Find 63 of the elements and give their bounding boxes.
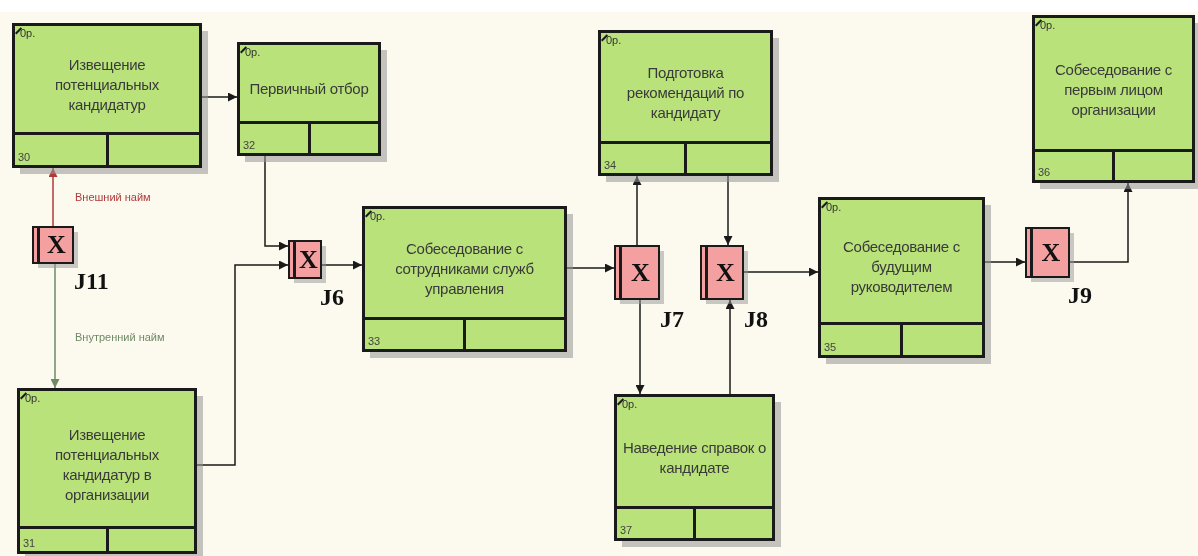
junction-box — [700, 245, 744, 300]
junction-label: J7 — [660, 306, 684, 332]
arrow — [196, 260, 289, 466]
junction-label: J8 — [744, 306, 768, 332]
cost-label: 0р. — [826, 201, 842, 214]
arrow — [725, 299, 735, 395]
cost-label: 0р. — [370, 210, 386, 223]
arrow — [723, 175, 733, 246]
arrow — [743, 267, 819, 277]
process-number: 30 — [18, 151, 31, 164]
process-number: 34 — [604, 159, 617, 172]
junction-symbol: X — [299, 245, 318, 274]
process-number: 33 — [368, 335, 381, 348]
process-title: Подготовка рекомендаций по кандидату — [625, 63, 746, 123]
process-number: 32 — [243, 139, 256, 152]
edge-label: Внешний найм — [74, 191, 152, 204]
junction-label: J6 — [320, 284, 344, 310]
edge-label: Внутренний найм — [74, 331, 166, 344]
cost-label: 0р. — [622, 398, 638, 411]
junction-symbol: X — [631, 258, 650, 287]
process-title: Собеседование с сотрудниками служб управления — [394, 239, 535, 299]
process-box — [237, 42, 381, 156]
arrow — [48, 167, 58, 227]
arrow — [1069, 182, 1133, 263]
process-title: Извещение потенциальных кандидатур в организации — [54, 424, 160, 505]
junction-label: J11 — [74, 268, 109, 294]
process-title: Собеседование с будущим руководителем — [842, 237, 961, 297]
junction-symbol: X — [47, 231, 66, 259]
process-box — [1032, 15, 1195, 183]
cost-label: 0р. — [245, 46, 261, 59]
junction-symbol: X — [716, 258, 735, 287]
process-box — [12, 23, 202, 168]
arrow — [635, 299, 645, 395]
arrow — [984, 257, 1026, 267]
junction-label: J9 — [1068, 282, 1092, 308]
junction-box — [614, 245, 660, 300]
arrow — [632, 175, 642, 246]
arrow — [264, 155, 289, 251]
process-number: 31 — [23, 537, 36, 550]
arrow — [50, 263, 60, 389]
cost-label: 0р. — [606, 34, 622, 47]
process-box — [818, 197, 985, 358]
arrow — [201, 92, 238, 102]
arrow — [321, 260, 363, 270]
process-box — [614, 394, 775, 541]
process-number: 37 — [620, 524, 633, 537]
process-box — [17, 388, 197, 554]
arrow — [566, 263, 615, 273]
process-title: Собеседование с первым лицом организации — [1054, 59, 1173, 120]
process-number: 36 — [1038, 166, 1051, 179]
cost-label: 0р. — [1040, 19, 1056, 32]
cost-label: 0р. — [20, 27, 36, 40]
process-title: Первичный отбор — [249, 79, 369, 99]
junction-box — [288, 240, 322, 279]
process-title: Извещение потенциальных кандидатур — [54, 55, 160, 115]
cost-label: 0р. — [25, 392, 41, 405]
process-number: 35 — [824, 341, 837, 354]
process-box — [598, 30, 773, 176]
junction-box — [32, 226, 74, 264]
process-box — [362, 206, 567, 352]
junction-symbol: X — [1041, 238, 1061, 267]
junction-box — [1025, 227, 1070, 278]
process-title: Наведение справок о кандидате — [621, 437, 768, 478]
